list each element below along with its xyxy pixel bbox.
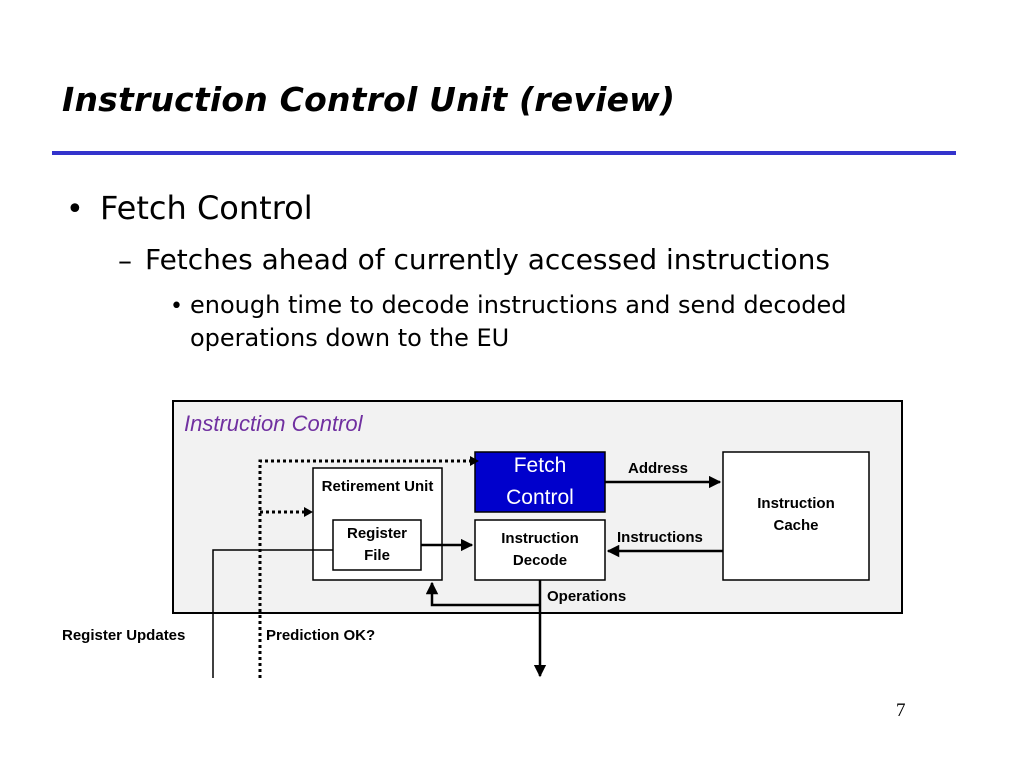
retirement-unit-label: Retirement Unit <box>321 478 434 495</box>
register-file-label: Register File <box>346 525 408 564</box>
bullet-marker-level1: • <box>66 192 84 227</box>
fetch-control-box <box>474 451 606 513</box>
instruction-decode-label: Instruction Decode <box>501 530 579 569</box>
instruction-cache-label: Instruction Cache <box>757 495 835 534</box>
bullet-marker-level2: – <box>118 244 132 277</box>
operations-feedback-arrow <box>425 581 540 607</box>
prediction-ok-arrowhead <box>470 456 479 466</box>
bullet-fetches-ahead: Fetches ahead of currently accessed inst… <box>145 243 830 276</box>
fetch-control-label: Fetch Control <box>506 454 574 509</box>
prediction-ok-line <box>258 459 470 678</box>
instruction-control-label: Instruction Control <box>184 411 363 436</box>
slide-title: Instruction Control Unit (review) <box>62 80 676 119</box>
instruction-decode-box <box>474 519 606 581</box>
bullet-fetch-control: Fetch Control <box>100 189 313 227</box>
bullet-enough-time: enough time to decode instructions and s… <box>190 291 847 352</box>
operations-label: Operations <box>547 588 627 605</box>
bullet-marker-level3: • <box>170 294 183 319</box>
prediction-ok-label: Prediction OK? <box>266 627 376 644</box>
page-number: 7 <box>896 700 906 721</box>
register-updates-line <box>212 549 333 678</box>
title-rule <box>52 151 956 155</box>
instruction-cache-box <box>722 451 870 581</box>
register-updates-label: Register Updates <box>62 627 186 644</box>
instructions-label: Instructions <box>617 529 703 546</box>
address-label: Address <box>628 460 689 477</box>
prediction-to-retirement-arrowhead <box>304 507 313 517</box>
